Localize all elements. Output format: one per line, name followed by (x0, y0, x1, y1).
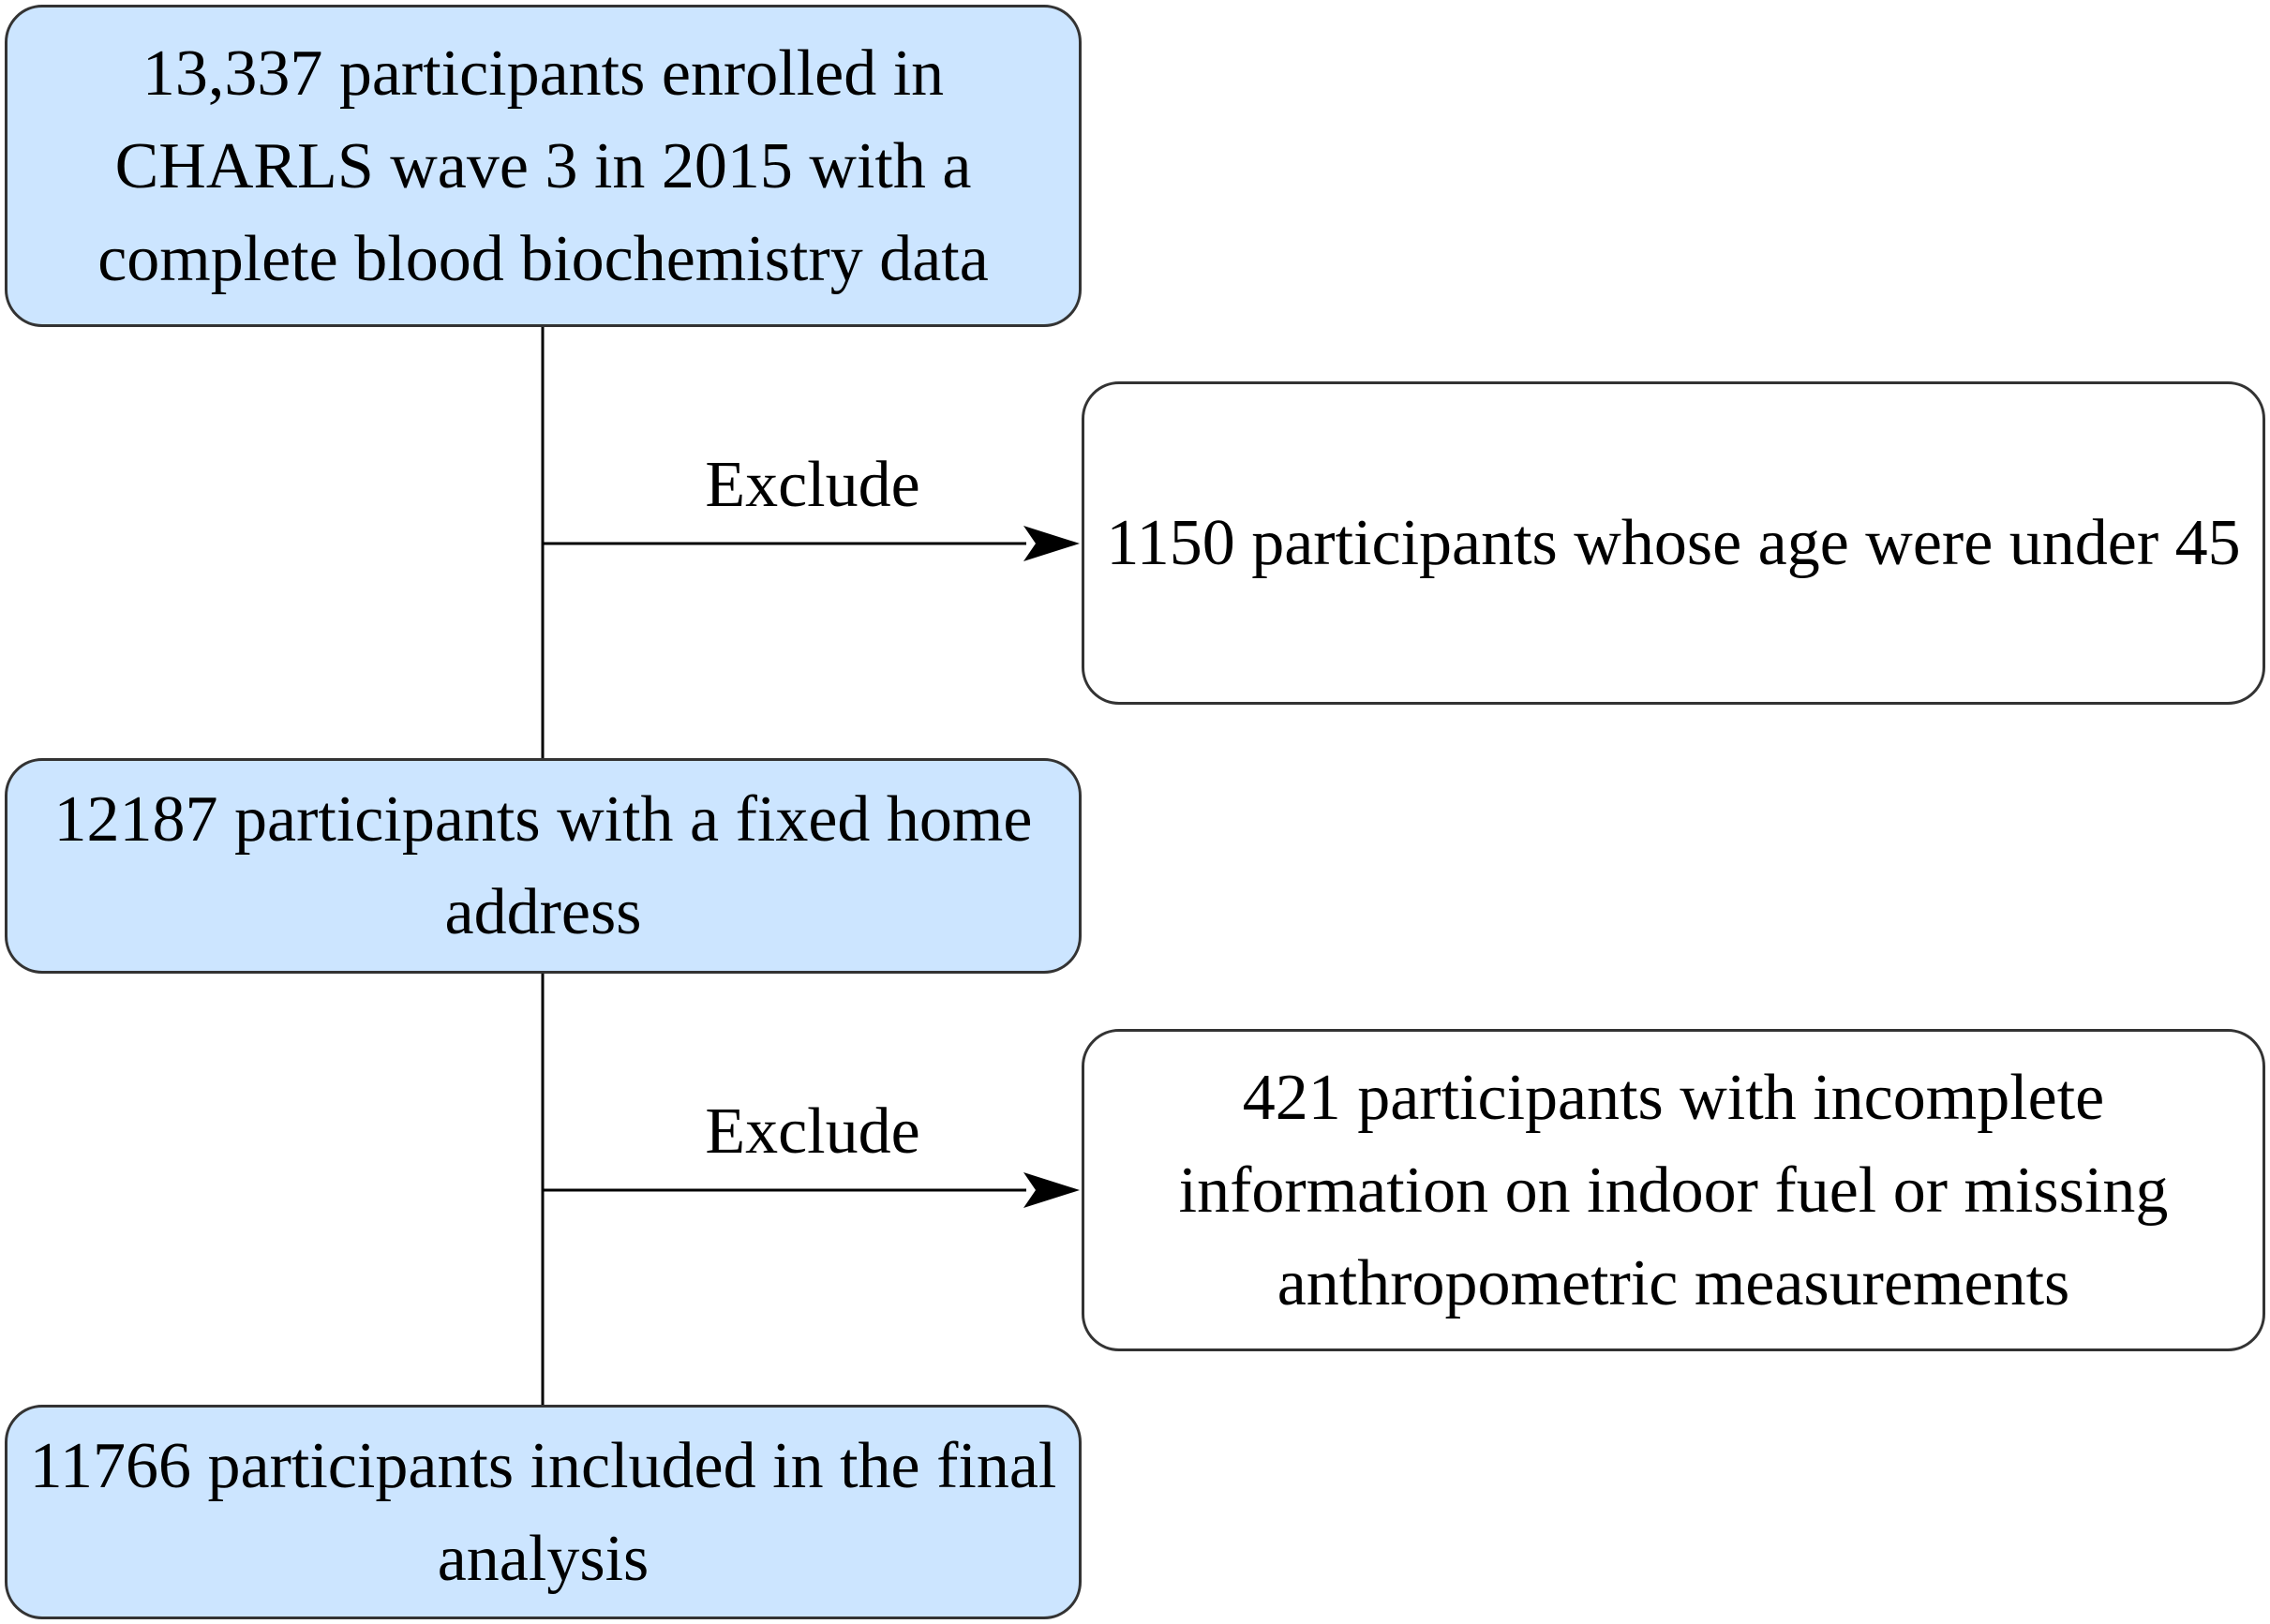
exclude-label-age: Exclude (705, 449, 920, 521)
box-enrolled-participants: 13,337 participants enrolled in CHARLS w… (5, 5, 1082, 327)
arrowhead-exclude-age (1023, 526, 1080, 561)
box-fixed-address-text: 12187 participants with a fixed home add… (53, 783, 1033, 948)
box-excluded-incomplete-text: 421 participants with incomplete informa… (1178, 1061, 2169, 1319)
box-final-analysis: 11766 participants included in the final… (5, 1405, 1082, 1619)
arrowhead-exclude-incomplete (1023, 1172, 1080, 1208)
exclude-label-incomplete: Exclude (705, 1095, 920, 1168)
box-fixed-address: 12187 participants with a fixed home add… (5, 758, 1082, 974)
box-excluded-incomplete: 421 participants with incomplete informa… (1082, 1029, 2265, 1351)
box-excluded-age: 1150 participants whose age were under 4… (1082, 381, 2265, 705)
box-final-analysis-text: 11766 participants included in the final… (29, 1429, 1057, 1595)
box-excluded-age-text: 1150 participants whose age were under 4… (1106, 507, 2241, 579)
box-enrolled-text: 13,337 participants enrolled in CHARLS w… (97, 37, 989, 295)
